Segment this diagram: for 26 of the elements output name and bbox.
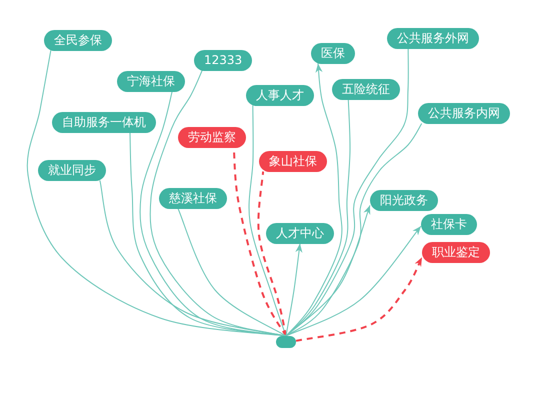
- dashed-arrow: [296, 256, 423, 342]
- tag-pill: 宁海社保: [117, 70, 185, 92]
- arrow: [286, 204, 370, 336]
- connector-line: [99, 180, 286, 336]
- tag-pill: 公共服务内网: [418, 102, 510, 124]
- hub-pill: [276, 336, 296, 348]
- tag-pill: 全民参保: [44, 30, 112, 50]
- tag-pill: 人才中心: [266, 222, 334, 244]
- tag-pill: 象山社保: [259, 150, 327, 172]
- connector-line: [178, 208, 286, 336]
- connector-line: [286, 99, 351, 336]
- tag-pill: 自助服务一体机: [52, 112, 156, 132]
- tag-pill: 社保卡: [421, 214, 477, 234]
- tag-pill: 阳光政务: [370, 190, 438, 210]
- arrow: [286, 243, 302, 336]
- dashed-line: [257, 171, 287, 336]
- tag-pill: 五险统征: [332, 78, 400, 100]
- tag-pill: 公共服务外网: [387, 28, 479, 48]
- tag-pill: 慈溪社保: [159, 188, 227, 208]
- tag-pill: 职业鉴定: [422, 242, 490, 262]
- tag-pill: 就业同步: [38, 160, 106, 180]
- tag-pill: 劳动监察: [178, 126, 246, 148]
- tag-pill: 人事人才: [246, 84, 314, 106]
- tag-pill: 医保: [311, 42, 355, 64]
- tag-pill: 12333: [194, 50, 252, 70]
- arrow: [286, 226, 422, 336]
